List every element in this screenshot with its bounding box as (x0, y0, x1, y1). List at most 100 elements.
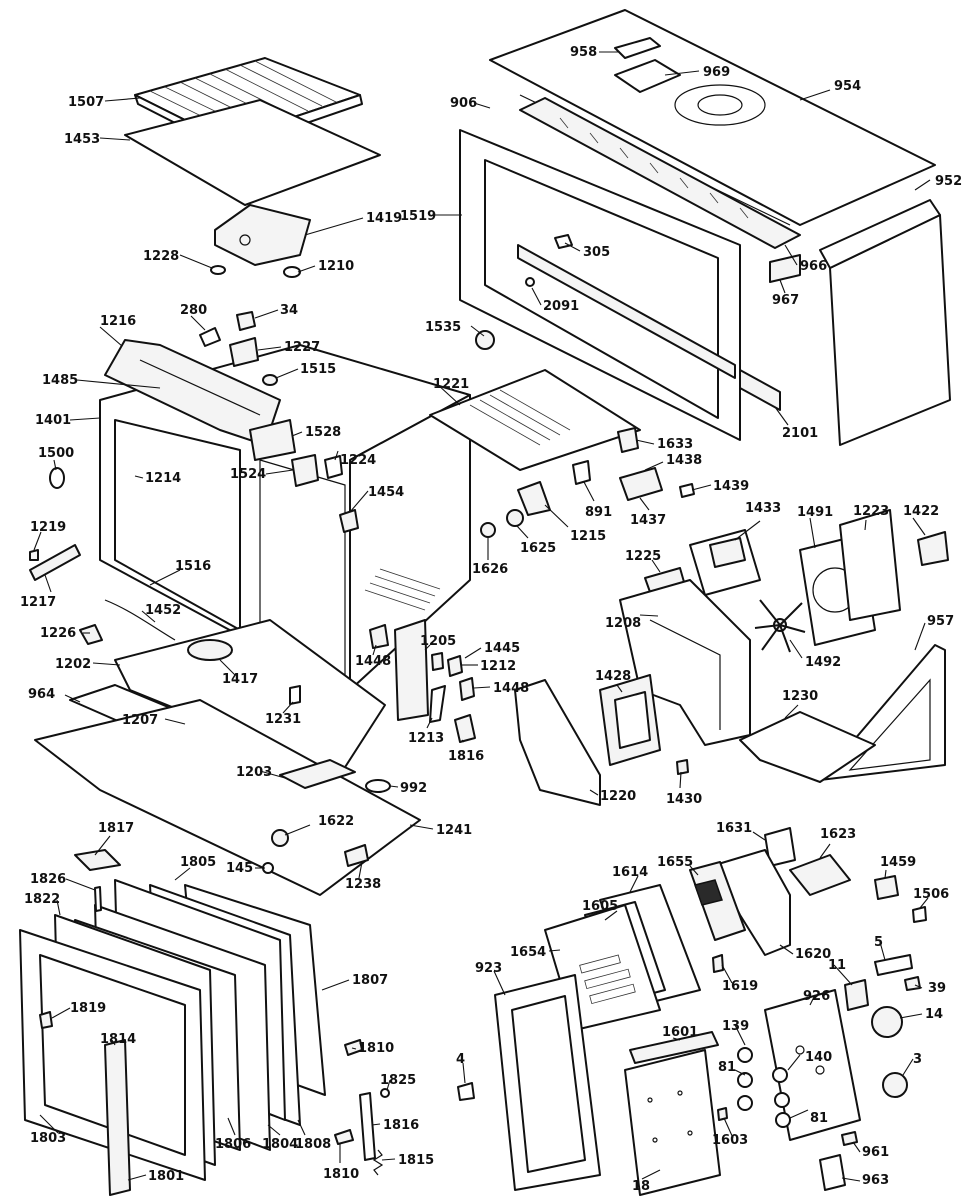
label-1453: 1453 (64, 132, 100, 147)
label-1221: 1221 (433, 377, 469, 392)
trim-bar-967 (769, 254, 801, 283)
label-1816b: 1816 (383, 1118, 419, 1133)
part-1622 (271, 829, 289, 847)
label-1814: 1814 (100, 1032, 136, 1047)
label-1528: 1528 (305, 425, 341, 440)
screw-2091 (525, 277, 535, 287)
label-1506: 1506 (913, 887, 949, 902)
tray-1230 (739, 711, 876, 783)
label-1430: 1430 (666, 792, 702, 807)
label-992: 992 (400, 781, 427, 796)
label-1805: 1805 (180, 855, 216, 870)
part-1422 (917, 531, 949, 566)
leader-lines (33, 51, 931, 1182)
part-1417 (187, 639, 233, 661)
bracket-1223 (839, 509, 901, 621)
oven-tray (124, 99, 381, 206)
disc-81b (737, 1095, 753, 1111)
vent-grille-bar (519, 97, 801, 249)
label-1225: 1225 (625, 549, 661, 564)
label-1433: 1433 (745, 501, 781, 516)
label-1507: 1507 (68, 95, 104, 110)
label-1213: 1213 (408, 731, 444, 746)
part-1226 (79, 624, 103, 645)
label-1816a: 1816 (448, 749, 484, 764)
part-1459 (874, 875, 899, 900)
part-1448b (459, 677, 475, 701)
lower-vent-bar (517, 244, 736, 379)
tray-1202 (114, 619, 386, 776)
part-891 (572, 460, 591, 485)
label-280: 280 (180, 303, 207, 318)
label-1216: 1216 (100, 314, 136, 329)
part-1506 (912, 906, 927, 923)
label-11: 11 (828, 958, 846, 973)
part-1633 (617, 427, 639, 453)
part-1810a (344, 1039, 363, 1056)
label-969: 969 (703, 65, 730, 80)
label-1810b: 1810 (323, 1167, 359, 1182)
panel-18 (624, 1049, 721, 1196)
duct-1220 (514, 679, 601, 806)
label-1215: 1215 (570, 529, 606, 544)
disc-140 (772, 1067, 788, 1083)
label-1803: 1803 (30, 1131, 66, 1146)
fan-blade-1492 (754, 599, 806, 653)
label-1485: 1485 (42, 373, 78, 388)
label-1822: 1822 (24, 892, 60, 907)
label-305: 305 (583, 245, 610, 260)
label-1516: 1516 (175, 559, 211, 574)
label-1626: 1626 (472, 562, 508, 577)
label-1655: 1655 (657, 855, 693, 870)
label-34: 34 (280, 303, 298, 318)
label-1535: 1535 (425, 320, 461, 335)
part-1515 (262, 374, 278, 386)
label-1230: 1230 (782, 689, 818, 704)
part-992 (365, 779, 391, 793)
wire-1452 (104, 599, 176, 641)
part-1810b (334, 1129, 354, 1145)
label-1817: 1817 (98, 821, 134, 836)
label-1825: 1825 (380, 1073, 416, 1088)
base-plate-1241 (34, 699, 421, 896)
label-1601: 1601 (662, 1025, 698, 1040)
part-1227 (229, 337, 259, 367)
part-1825 (380, 1088, 390, 1098)
label-906: 906 (450, 96, 477, 111)
label-952: 952 (935, 174, 962, 189)
label-1448b: 1448 (493, 681, 529, 696)
label-1492: 1492 (805, 655, 841, 670)
label-1419: 1419 (366, 211, 402, 226)
part-39 (904, 976, 921, 991)
door-handle-1814 (104, 1039, 131, 1196)
part-1219 (29, 549, 39, 561)
label-14: 14 (925, 1007, 943, 1022)
part-1238 (344, 844, 369, 867)
part-1524 (291, 454, 319, 487)
part-1439 (679, 483, 695, 498)
label-1808: 1808 (295, 1137, 331, 1152)
part-34 (236, 311, 256, 331)
label-1228: 1228 (143, 249, 179, 264)
part-1625 (506, 509, 524, 527)
label-1210: 1210 (318, 259, 354, 274)
part-961 (841, 1131, 858, 1146)
top-panel (489, 9, 936, 226)
knob-1500 (49, 467, 65, 489)
part-1819 (39, 1011, 53, 1029)
label-1515: 1515 (300, 362, 336, 377)
label-81b: 81 (810, 1111, 828, 1126)
label-1203: 1203 (236, 765, 272, 780)
label-1633: 1633 (657, 437, 693, 452)
label-1212: 1212 (480, 659, 516, 674)
relay-board-1623 (789, 854, 851, 896)
part-1212 (447, 655, 463, 677)
clip-305 (554, 234, 573, 249)
label-1826: 1826 (30, 872, 66, 887)
label-81a: 81 (718, 1060, 736, 1075)
label-957: 957 (927, 614, 954, 629)
label-1227: 1227 (284, 340, 320, 355)
label-1417: 1417 (222, 672, 258, 687)
label-1519: 1519 (400, 209, 436, 224)
label-964: 964 (28, 687, 55, 702)
